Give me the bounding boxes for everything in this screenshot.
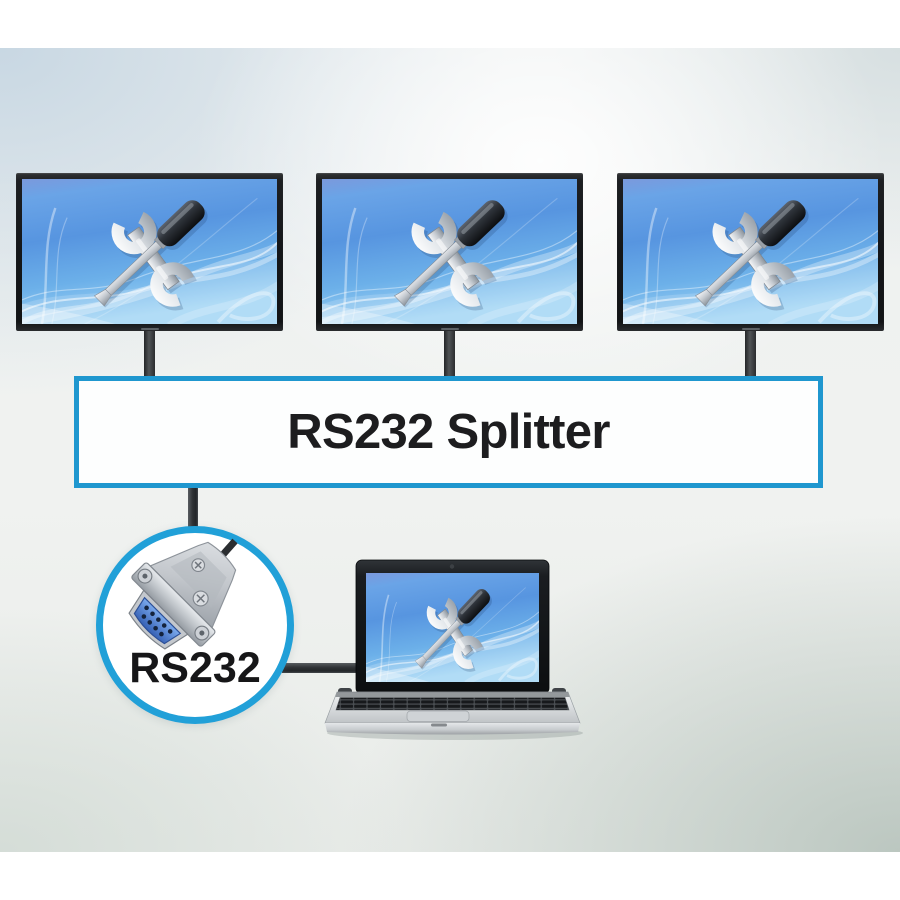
monitor-stand-3 bbox=[745, 330, 756, 377]
webcam-icon bbox=[449, 564, 455, 569]
monitor-stand-1 bbox=[144, 330, 155, 377]
screen-wallpaper bbox=[623, 179, 878, 324]
laptop bbox=[300, 545, 620, 760]
splitter-label: RS232 Splitter bbox=[287, 405, 610, 459]
splitter-box: RS232 Splitter bbox=[74, 376, 823, 488]
monitor-2-screen bbox=[322, 179, 577, 324]
monitor-3 bbox=[617, 173, 884, 331]
monitor-brand-mark bbox=[440, 327, 459, 330]
adapter-label: RS232 bbox=[129, 644, 261, 692]
laptop-screen-assembly bbox=[355, 559, 550, 695]
monitor-2 bbox=[316, 173, 583, 331]
laptop-trackpad bbox=[406, 710, 470, 722]
laptop-base bbox=[324, 688, 581, 735]
monitor-3-screen bbox=[623, 179, 878, 324]
cable-adapter-to-laptop bbox=[282, 663, 360, 673]
screen-wallpaper bbox=[322, 179, 577, 324]
monitor-1-screen bbox=[22, 179, 277, 324]
laptop-screen bbox=[362, 573, 542, 683]
laptop-keyboard bbox=[335, 697, 570, 711]
monitor-1 bbox=[16, 173, 283, 331]
monitor-stand-2 bbox=[444, 330, 455, 377]
cable-splitter-to-adapter bbox=[188, 486, 198, 534]
monitor-brand-mark bbox=[741, 327, 760, 330]
adapter-circle: RS232 bbox=[96, 526, 294, 724]
monitor-brand-mark bbox=[140, 327, 159, 330]
db9-serial-connector-icon bbox=[128, 538, 238, 650]
screen-wallpaper bbox=[22, 179, 277, 324]
